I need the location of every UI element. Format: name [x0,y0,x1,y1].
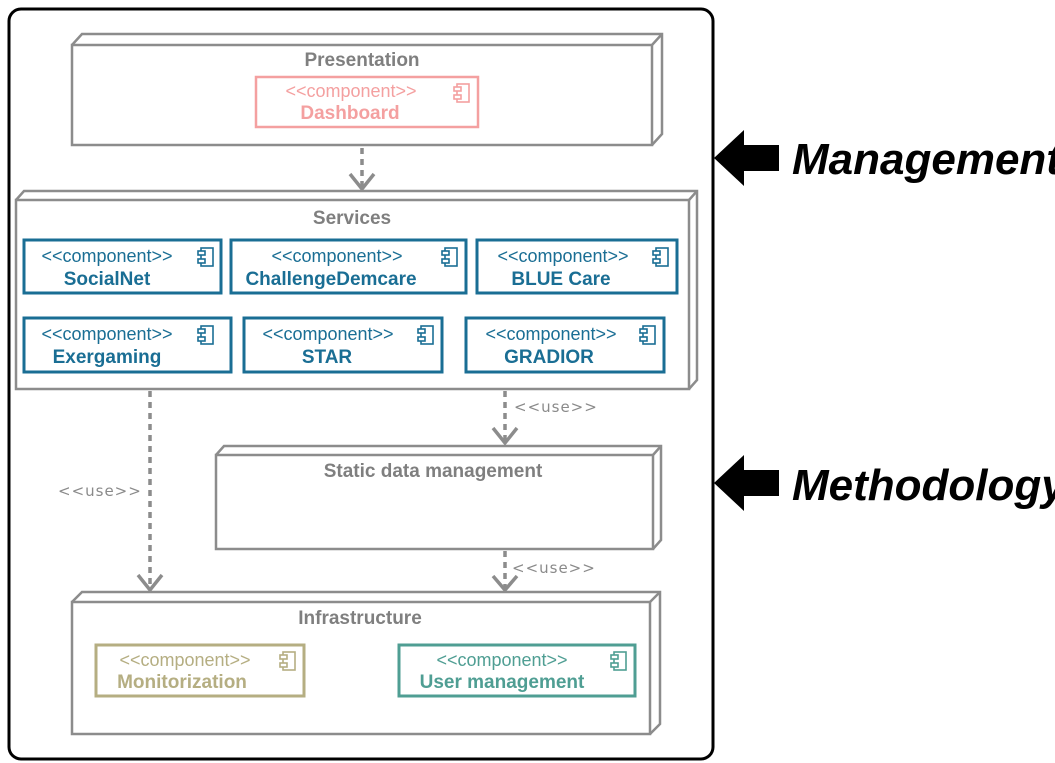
socialnet-stereotype: <<component>> [41,246,172,266]
component-exergaming[interactable]: <<component>> Exergaming [22,316,233,374]
gradior-stereotype: <<component>> [485,324,616,344]
management-pointer: Management [714,130,1055,186]
use-label: <<use>> [58,482,142,500]
component-star[interactable]: <<component>> STAR [242,316,444,374]
challengedemcare-stereotype: <<component>> [271,246,402,266]
methodology-pointer: Methodology [714,455,1055,511]
infrastructure-title: Infrastructure [298,608,422,629]
component-dashboard[interactable]: <<component>> Dashboard [254,75,480,129]
static-data-node: Static data management [214,444,663,551]
presentation-title: Presentation [304,50,419,71]
gradior-label: GRADIOR [504,347,594,368]
exergaming-stereotype: <<component>> [41,324,172,344]
challengedemcare-label: ChallengeDemcare [245,269,416,290]
exergaming-label: Exergaming [53,347,162,368]
component-bluecare[interactable]: <<component>> BLUE Care [475,238,679,295]
static-data-title: Static data management [324,461,543,482]
dashboard-label: Dashboard [300,103,399,124]
monitorization-label: Monitorization [117,672,247,693]
socialnet-label: SocialNet [64,269,151,290]
outer-frame [7,7,715,761]
dependency-services-to-static-data: <<use>> [491,391,598,446]
left-arrow-icon [714,130,779,186]
bluecare-stereotype: <<component>> [497,246,628,266]
dependency-services-to-infrastructure: <<use>> [58,391,164,593]
component-gradior[interactable]: <<component>> GRADIOR [464,316,666,374]
monitorization-stereotype: <<component>> [119,650,250,670]
methodology-label: Methodology [792,461,1055,510]
component-socialnet[interactable]: <<component>> SocialNet [22,238,223,295]
services-title: Services [313,208,391,229]
dependency-presentation-to-services [348,148,376,192]
use-label: <<use>> [514,398,598,416]
user-management-label: User management [420,672,585,693]
management-label: Management [792,135,1055,184]
component-monitorization[interactable]: <<component>> Monitorization [94,643,306,698]
dependency-static-data-to-infrastructure: <<use>> [491,551,596,593]
star-stereotype: <<component>> [262,324,393,344]
component-user-management[interactable]: <<component>> User management [397,643,637,698]
component-challengedemcare[interactable]: <<component>> ChallengeDemcare [229,238,468,295]
bluecare-label: BLUE Care [511,269,610,290]
left-arrow-icon [714,455,779,511]
user-management-stereotype: <<component>> [436,650,567,670]
use-label: <<use>> [512,559,596,577]
dashboard-stereotype: <<component>> [285,81,416,101]
star-label: STAR [302,347,353,368]
